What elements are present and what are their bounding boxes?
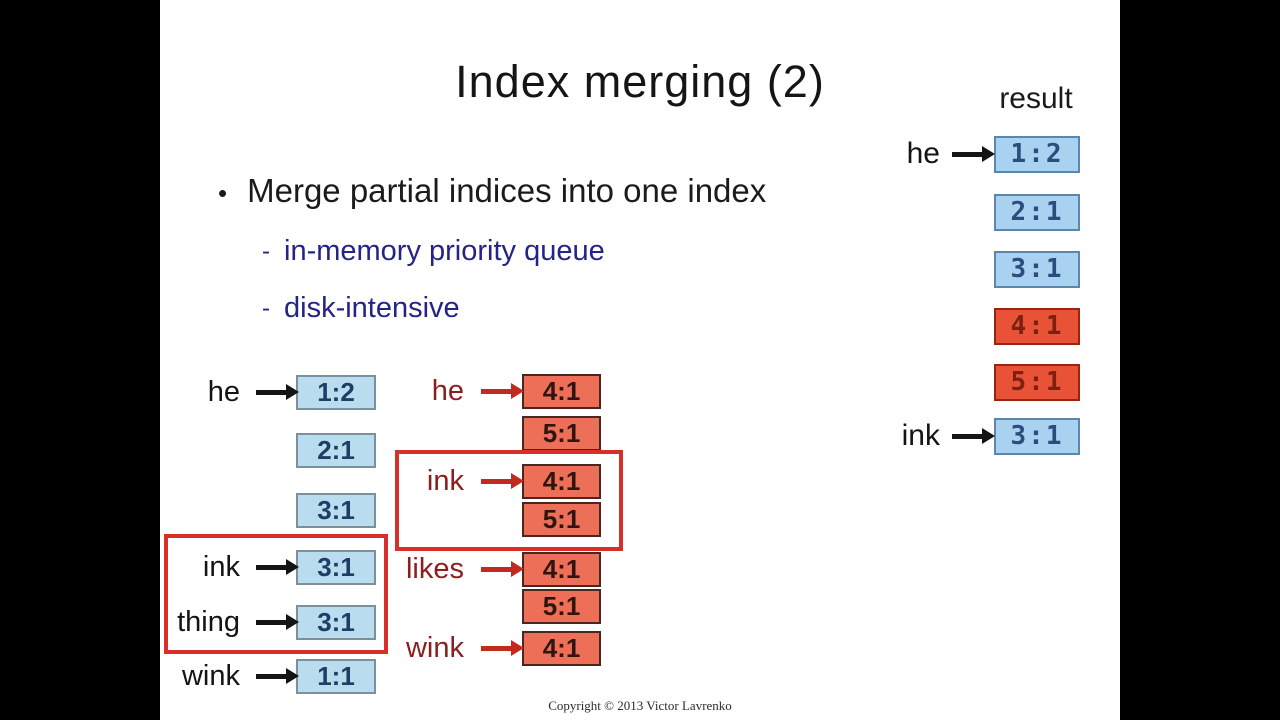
posting-row-mid-2: 5:1 — [398, 413, 601, 453]
posting-box: 4:1 — [522, 373, 601, 409]
arrow-icon — [470, 645, 522, 651]
posting-box: 3:1 — [296, 549, 376, 585]
posting-box: 4:1 — [994, 307, 1080, 345]
posting-box: 2:1 — [296, 432, 376, 468]
arrow-icon — [470, 478, 522, 484]
term-label: ink — [426, 464, 464, 497]
posting-row-result-5: 5:1 — [870, 362, 1080, 402]
term-label: he — [906, 137, 940, 170]
posting-row-result-ink: ink 3:1 — [870, 416, 1080, 456]
posting-box: 3:1 — [296, 492, 376, 528]
posting-box: 1:2 — [994, 135, 1080, 173]
posting-row-mid-4: 5:1 — [398, 499, 601, 539]
posting-row-left-wink: wink 1:1 — [168, 656, 376, 696]
posting-box: 2:1 — [994, 193, 1080, 231]
arrow-icon — [940, 433, 994, 439]
arrow-icon — [470, 566, 522, 572]
posting-row-result-3: 3:1 — [870, 249, 1080, 289]
posting-box: 1:2 — [296, 374, 376, 410]
letterbox-right — [1120, 0, 1280, 720]
posting-row-left-he: he 1:2 — [168, 372, 376, 412]
posting-box: 5:1 — [522, 588, 601, 624]
posting-row-left-thing: thing 3:1 — [168, 602, 376, 642]
posting-row-mid-6: 5:1 — [398, 586, 601, 626]
bullet-main: Merge partial indices into one index — [218, 172, 766, 210]
posting-box: 3:1 — [994, 250, 1080, 288]
term-label: he — [207, 375, 240, 408]
term-label: likes — [405, 552, 464, 585]
posting-box: 5:1 — [994, 363, 1080, 401]
posting-row-mid-ink: ink 4:1 — [398, 461, 601, 501]
arrow-icon — [940, 151, 994, 157]
posting-box: 3:1 — [994, 417, 1080, 455]
arrow-icon — [470, 388, 522, 394]
posting-row-mid-likes: likes 4:1 — [398, 549, 601, 589]
page-title: Index merging (2) — [455, 56, 825, 107]
bullet-sub-1-text: in-memory priority queue — [284, 235, 605, 267]
posting-box: 5:1 — [522, 501, 601, 537]
arrow-icon — [246, 673, 296, 679]
term-label: thing — [177, 605, 240, 638]
arrow-icon — [246, 564, 296, 570]
bullet-sub-2: disk-intensive — [262, 292, 460, 325]
posting-row-left-3: 3:1 — [168, 490, 376, 530]
arrow-icon — [246, 389, 296, 395]
term-label: wink — [405, 631, 464, 664]
posting-box: 4:1 — [522, 630, 601, 666]
posting-row-mid-wink: wink 4:1 — [398, 628, 601, 668]
letterbox-left — [0, 0, 160, 720]
posting-row-result-4: 4:1 — [870, 306, 1080, 346]
term-label: wink — [181, 659, 240, 692]
bullet-main-text: Merge partial indices into one index — [247, 172, 767, 209]
posting-box: 1:1 — [296, 658, 376, 694]
posting-row-left-ink: ink 3:1 — [168, 547, 376, 587]
result-heading: result — [999, 82, 1073, 115]
posting-box: 3:1 — [296, 604, 376, 640]
posting-row-left-2: 2:1 — [168, 430, 376, 470]
posting-row-result-2: 2:1 — [870, 192, 1080, 232]
copyright-text: Copyright © 2013 Victor Lavrenko — [548, 698, 732, 713]
arrow-icon — [246, 619, 296, 625]
term-label: he — [431, 374, 464, 407]
slide: Index merging (2) Merge partial indices … — [160, 0, 1120, 720]
term-label: ink — [202, 550, 240, 583]
bullet-sub-1: in-memory priority queue — [262, 235, 605, 268]
term-label: ink — [901, 419, 940, 452]
posting-box: 4:1 — [522, 463, 601, 499]
posting-row-result-he: he 1:2 — [870, 134, 1080, 174]
posting-row-mid-he: he 4:1 — [398, 371, 601, 411]
posting-box: 5:1 — [522, 415, 601, 451]
posting-box: 4:1 — [522, 551, 601, 587]
bullet-sub-2-text: disk-intensive — [284, 292, 460, 324]
